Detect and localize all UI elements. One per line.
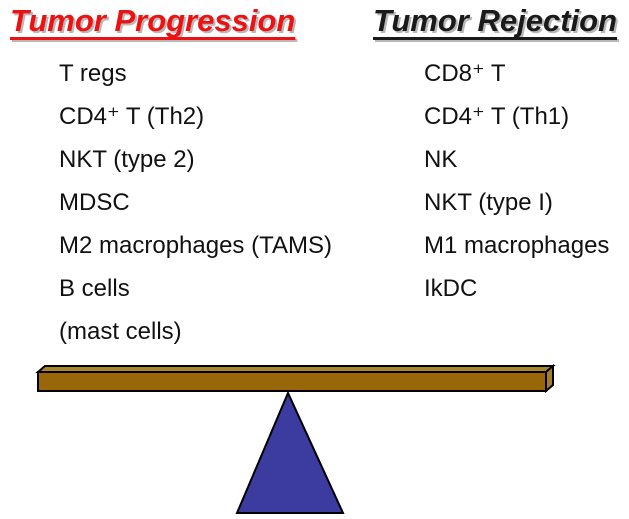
fulcrum-triangle <box>235 390 345 514</box>
tumor-progression-title: Tumor Progression <box>10 3 296 38</box>
tumor-progression-list: T regs CD4⁺ T (Th2) NKT (type 2) MDSC M2… <box>59 52 332 353</box>
list-item-b-cells: B cells <box>59 275 130 302</box>
list-item-cd4-th2: CD4⁺ T (Th2) <box>59 103 205 130</box>
tumor-rejection-list: CD8⁺ T CD4⁺ T (Th1) NK NKT (type I) M1 m… <box>424 52 609 310</box>
list-item-cd8-t: CD8⁺ T <box>424 60 506 87</box>
list-item-cd4-th1: CD4⁺ T (Th1) <box>424 103 570 130</box>
list-item-nk: NK <box>424 146 458 173</box>
tumor-rejection-title: Tumor Rejection <box>373 3 618 38</box>
list-item-ikdc: IkDC <box>424 275 478 302</box>
list-item-m1-macrophages: M1 macrophages <box>424 232 610 259</box>
seesaw-graphic <box>35 363 556 514</box>
list-item-nkt-type1: NKT (type I) <box>424 189 553 216</box>
list-item-m2-macrophages: M2 macrophages (TAMS) <box>59 232 332 259</box>
list-item-mast-cells: (mast cells) <box>59 318 182 345</box>
list-item-nkt-type2: NKT (type 2) <box>59 146 195 173</box>
list-item-t-regs: T regs <box>59 60 127 87</box>
beam-front-face <box>37 371 547 392</box>
list-item-mdsc: MDSC <box>59 189 130 216</box>
